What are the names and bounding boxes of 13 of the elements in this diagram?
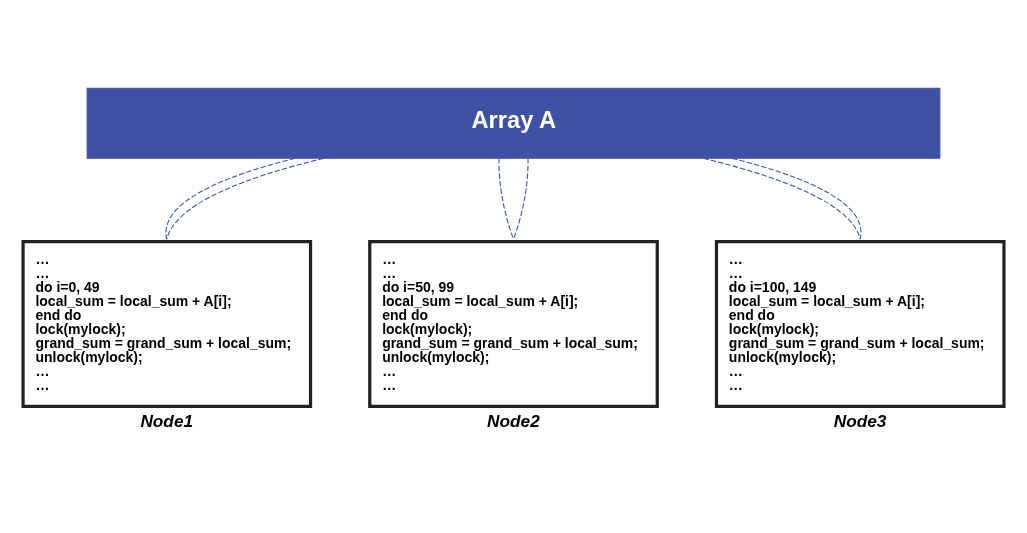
connector: [512, 157, 529, 240]
node-box: Array A: [86, 87, 941, 159]
node-label: Node3: [833, 411, 887, 432]
node-label: Node2: [487, 411, 540, 432]
connector: [731, 157, 862, 240]
node-box: … … do i=100, 149 local_sum = local_sum + A[i]; end do lock(mylock); grand_sum = grand_sum + local_sum; unlock(mylock); … …: [714, 240, 1006, 409]
connector: [165, 157, 296, 240]
connector: [702, 157, 861, 240]
node-box: … … do i=50, 99 local_sum = local_sum + A[i]; end do lock(mylock); grand_sum = grand_sum + local_sum; unlock(mylock); … …: [368, 240, 659, 409]
connector: [166, 157, 325, 240]
connector: [498, 157, 515, 240]
node-label: Node1: [140, 411, 194, 432]
node-box: … … do i=0, 49 local_sum = local_sum + A[i]; end do lock(mylock); grand_sum = grand_sum + local_sum; unlock(mylock); … …: [21, 240, 313, 409]
